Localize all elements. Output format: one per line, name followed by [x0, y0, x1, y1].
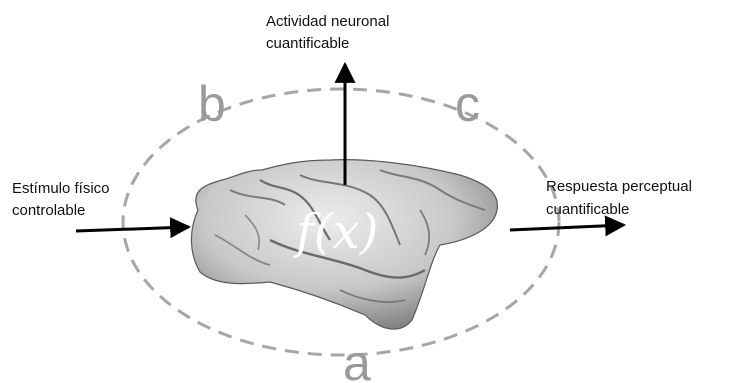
arrow-stimulus — [76, 227, 189, 231]
function-label: f(x) — [293, 204, 378, 260]
left-label-line2: controlable — [12, 202, 85, 219]
label-c: c — [455, 76, 480, 132]
top-label-line2: cuantificable — [266, 35, 349, 52]
left-label-line1: Estímulo físico — [12, 180, 110, 197]
right-label-line2: cuantificable — [546, 201, 629, 218]
top-label-line1: Actividad neuronal — [266, 13, 389, 30]
label-a: a — [343, 335, 371, 383]
right-label-line1: Respuesta perceptual — [546, 178, 692, 195]
label-b: b — [198, 76, 226, 132]
arrow-response — [510, 225, 624, 230]
